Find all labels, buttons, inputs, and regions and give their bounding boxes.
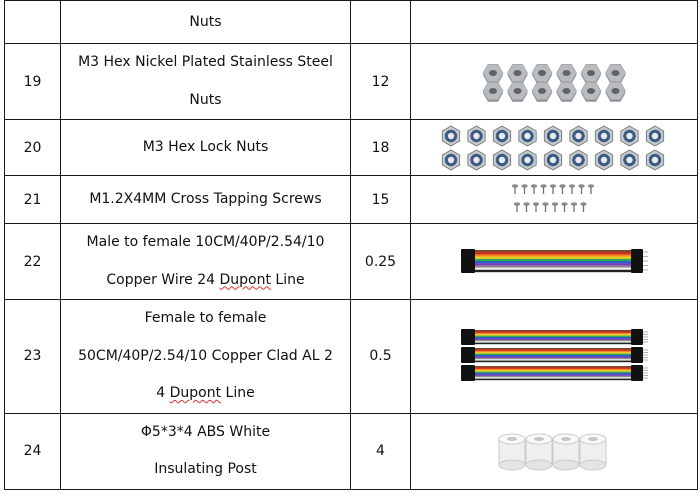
table-row: 24 Φ5*3*4 ABS White Insulating Post 4: [4, 412, 698, 490]
table-row: 23 Female to female 50CM/40P/2.54/10 Cop…: [4, 299, 698, 414]
part-quantity: 18: [350, 119, 411, 176]
table-row: 22 Male to female 10CM/40P/2.54/10 Coppe…: [4, 223, 698, 300]
part-quantity: 4: [350, 412, 411, 490]
part-quantity: 0.5: [350, 299, 411, 414]
part-name: Male to female 10CM/40P/2.54/10 Copper W…: [60, 223, 351, 300]
parts-table: Nuts 19 M3 Hex Nickel Plated Stainless S…: [4, 0, 698, 490]
part-name: Female to female 50CM/40P/2.54/10 Copper…: [60, 299, 351, 414]
row-number: 22: [4, 223, 61, 300]
part-name: M3 Hex Nickel Plated Stainless Steel Nut…: [60, 43, 351, 120]
part-image-cell: [410, 0, 698, 44]
part-name: Φ5*3*4 ABS White Insulating Post: [60, 412, 351, 490]
table-row: 21 M1.2X4MM Cross Tapping Screws 15: [4, 175, 698, 224]
hex-nut-icon: [482, 63, 626, 102]
row-number: 23: [4, 299, 61, 414]
screw-icon: [511, 183, 595, 212]
row-number: [4, 0, 61, 44]
part-quantity: 12: [350, 43, 411, 120]
part-quantity: 15: [350, 175, 411, 224]
lock-nut-icon: [441, 125, 665, 170]
ribbon-cable-icon: [461, 248, 648, 273]
ribbon-cable-bundle-icon: [461, 329, 648, 382]
part-name: M3 Hex Lock Nuts: [60, 119, 351, 176]
table-row: 19 M3 Hex Nickel Plated Stainless Steel …: [4, 43, 698, 120]
table-row: Nuts: [4, 0, 698, 44]
part-name: Nuts: [60, 0, 351, 44]
part-quantity: [350, 0, 411, 44]
insulating-post-icon: [498, 433, 607, 471]
part-quantity: 0.25: [350, 223, 411, 300]
row-number: 20: [4, 119, 61, 176]
row-number: 21: [4, 175, 61, 224]
table-row: 20 M3 Hex Lock Nuts 18: [4, 119, 698, 176]
row-number: 19: [4, 43, 61, 120]
row-number: 24: [4, 412, 61, 490]
part-name: M1.2X4MM Cross Tapping Screws: [60, 175, 351, 224]
